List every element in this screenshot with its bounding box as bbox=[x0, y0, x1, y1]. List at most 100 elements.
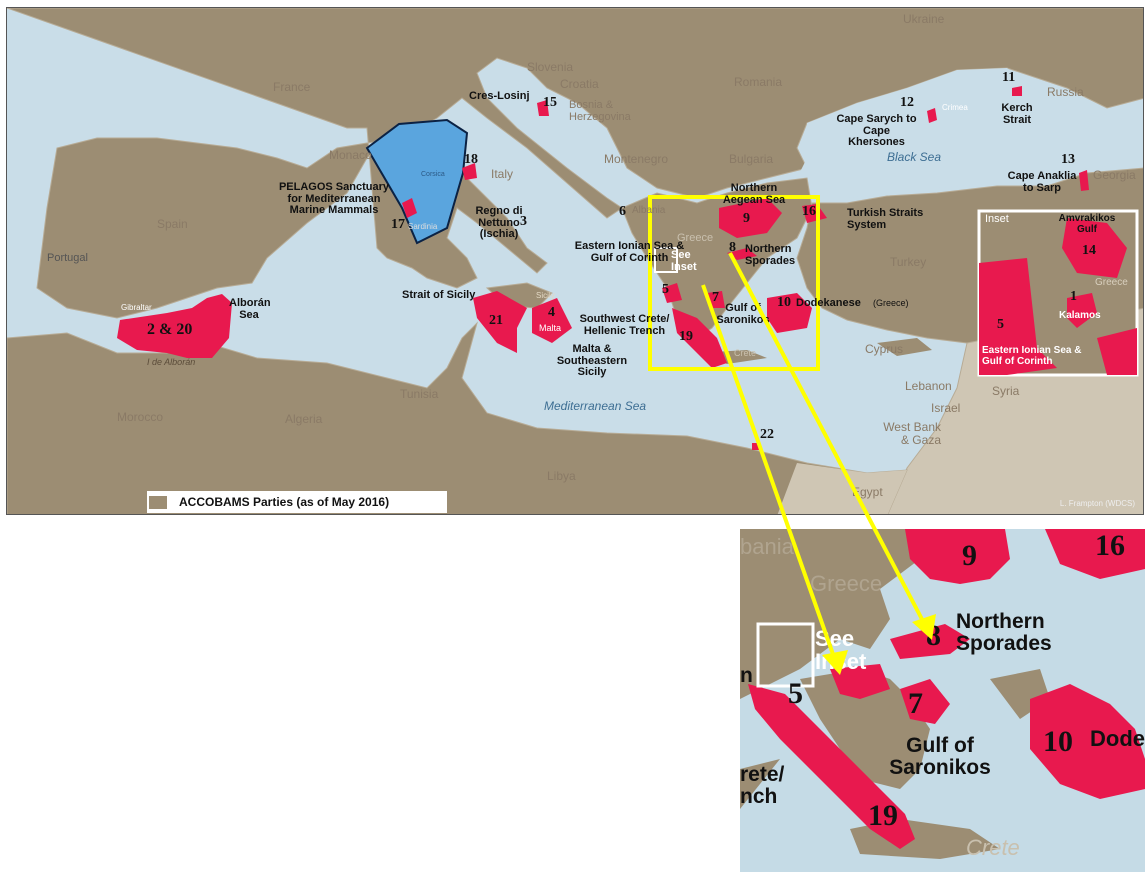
zoom-dode: Dode bbox=[1090, 726, 1145, 751]
zoom-map: bania Greece See Inset n 9 16 8 Northern… bbox=[740, 529, 1145, 872]
legend: ACCOBAMS Parties (as of May 2016) bbox=[147, 491, 447, 513]
country-bulgaria: Bulgaria bbox=[729, 152, 774, 166]
country-georgia: Georgia bbox=[1093, 168, 1136, 182]
site-cape-anaklia: Cape Anaklia to Sarp bbox=[1007, 170, 1077, 194]
site-num-13: 13 bbox=[1061, 152, 1075, 167]
inset-num-1: 1 bbox=[1070, 289, 1077, 304]
country-cyprus: Cyprus bbox=[865, 342, 904, 356]
country-montenegro: Montenegro bbox=[604, 152, 669, 166]
zoom-crete: Crete bbox=[966, 835, 1020, 860]
country-malta: Malta bbox=[539, 323, 562, 333]
country-egypt: Egypt bbox=[852, 485, 883, 499]
zoom-num-19: 19 bbox=[868, 799, 898, 832]
main-map: France Spain Portugal Monaco Italy Slove… bbox=[6, 7, 1144, 515]
site-regno: Regno di Nettuno (Ischia) bbox=[475, 205, 523, 241]
inset-amvrakikos: Amvrakikos Gulf bbox=[1058, 213, 1116, 235]
zoom-crete-trench: rete/ nch bbox=[740, 763, 785, 809]
sea-mediterranean: Mediterranean Sea bbox=[544, 399, 647, 413]
site-num-8: 8 bbox=[729, 240, 736, 255]
country-ukraine: Ukraine bbox=[903, 12, 945, 26]
zoom-num-8: 8 bbox=[926, 619, 941, 652]
site-turkish-straits: Turkish Straits System bbox=[847, 207, 924, 231]
site-num-3: 3 bbox=[520, 214, 527, 229]
zoom-albania: bania bbox=[740, 534, 794, 559]
country-sicily: Sicily bbox=[536, 291, 555, 300]
country-greece: Greece bbox=[677, 232, 714, 244]
country-lebanon: Lebanon bbox=[905, 379, 952, 393]
site-num-18: 18 bbox=[464, 152, 478, 167]
site-saronikos: Gulf of Saronikos bbox=[716, 302, 770, 326]
inset-kalamos: Kalamos bbox=[1059, 310, 1101, 321]
inset-num-5: 5 bbox=[997, 317, 1004, 332]
map-credit: L. Frampton (WDCS) bbox=[1059, 499, 1135, 508]
site-dodekanese-note: (Greece) bbox=[873, 298, 909, 308]
zoom-num-10: 10 bbox=[1043, 725, 1073, 758]
country-russia: Russia bbox=[1047, 85, 1084, 99]
country-sardinia: Sardinia bbox=[408, 222, 438, 231]
country-alboran-island: I de Alborán bbox=[147, 357, 196, 367]
site-num-5: 5 bbox=[662, 282, 669, 297]
site-num-6: 6 bbox=[619, 204, 626, 219]
country-crimea: Crimea bbox=[942, 103, 968, 112]
site-malta-sicily: Malta & Southeastern Sicily bbox=[556, 343, 628, 379]
site-num-15: 15 bbox=[543, 95, 557, 110]
country-syria: Syria bbox=[992, 384, 1020, 398]
country-italy: Italy bbox=[491, 167, 514, 181]
site-num-17: 17 bbox=[391, 217, 405, 232]
zoom-inset: Inset bbox=[815, 649, 867, 674]
country-libya: Libya bbox=[547, 469, 576, 483]
site-northern-aegean: Northern Aegean Sea bbox=[722, 182, 786, 206]
inset-ionian: Eastern Ionian Sea & Gulf of Corinth bbox=[982, 345, 1082, 367]
country-corsica: Corsica bbox=[421, 171, 445, 178]
see-inset-label: See Inset bbox=[671, 249, 697, 273]
site-cape-sarych: Cape Sarych to Cape Khersones bbox=[836, 113, 917, 149]
country-france: France bbox=[273, 80, 311, 94]
site-num-7: 7 bbox=[712, 290, 719, 305]
inset-greece: Greece bbox=[1095, 277, 1128, 288]
country-israel: Israel bbox=[931, 401, 961, 415]
country-slovenia: Slovenia bbox=[527, 60, 574, 74]
country-bosnia: Bosnia & Herzegovina bbox=[569, 99, 631, 123]
country-portugal: Portugal bbox=[47, 252, 88, 264]
site-kerch: Kerch Strait bbox=[1001, 102, 1033, 126]
site-num-22: 22 bbox=[760, 427, 774, 442]
legend-text: ACCOBAMS Parties (as of May 2016) bbox=[179, 495, 390, 509]
site-num-11: 11 bbox=[1002, 70, 1016, 85]
site-num-16: 16 bbox=[802, 204, 816, 219]
country-crete: Crete bbox=[734, 348, 757, 358]
site-ionian: Eastern Ionian Sea & Gulf of Corinth bbox=[574, 240, 685, 264]
zoom-num-5: 5 bbox=[788, 677, 803, 710]
country-albania: Albania bbox=[632, 205, 666, 216]
zoom-num-16: 16 bbox=[1095, 529, 1125, 562]
zoom-gulf-saronikos: Gulf of Saronikos bbox=[889, 734, 991, 780]
country-westbank: West Bank & Gaza bbox=[883, 420, 941, 447]
site-crete-trench: Southwest Crete/ Hellenic Trench bbox=[579, 313, 670, 337]
site-cres-losinj: Cres-Losinj bbox=[469, 90, 530, 102]
country-tunisia: Tunisia bbox=[400, 387, 439, 401]
zoom-greece: Greece bbox=[810, 571, 883, 596]
site-alboran: Alborán Sea bbox=[229, 297, 271, 321]
site-num-9: 9 bbox=[743, 211, 750, 226]
site-num-4: 4 bbox=[548, 305, 555, 320]
country-algeria: Algeria bbox=[285, 412, 323, 426]
zoom-num-7: 7 bbox=[908, 687, 923, 720]
country-spain: Spain bbox=[157, 217, 188, 231]
country-monaco: Monaco bbox=[329, 148, 372, 162]
country-gibraltar: Gibraltar bbox=[121, 303, 152, 312]
country-turkey: Turkey bbox=[890, 255, 927, 269]
site-northern-sporades: Northern Sporades bbox=[745, 243, 796, 267]
map-background bbox=[7, 8, 1143, 514]
zoom-northern-sporades: Northern Sporades bbox=[956, 610, 1052, 656]
site-num-10: 10 bbox=[777, 295, 791, 310]
site-num-12: 12 bbox=[900, 95, 914, 110]
site-pelagos: PELAGOS Sanctuary for Mediterranean Mari… bbox=[278, 181, 390, 217]
site-num-19: 19 bbox=[679, 329, 693, 344]
site-dodekanese: Dodekanese bbox=[796, 297, 861, 309]
zoom-left-n: n bbox=[740, 664, 753, 687]
country-romania: Romania bbox=[734, 75, 783, 89]
country-morocco: Morocco bbox=[117, 410, 164, 424]
zoom-num-9: 9 bbox=[962, 539, 977, 572]
inset-num-14: 14 bbox=[1082, 243, 1096, 258]
site-num-21: 21 bbox=[489, 313, 503, 328]
country-croatia: Croatia bbox=[560, 77, 599, 91]
